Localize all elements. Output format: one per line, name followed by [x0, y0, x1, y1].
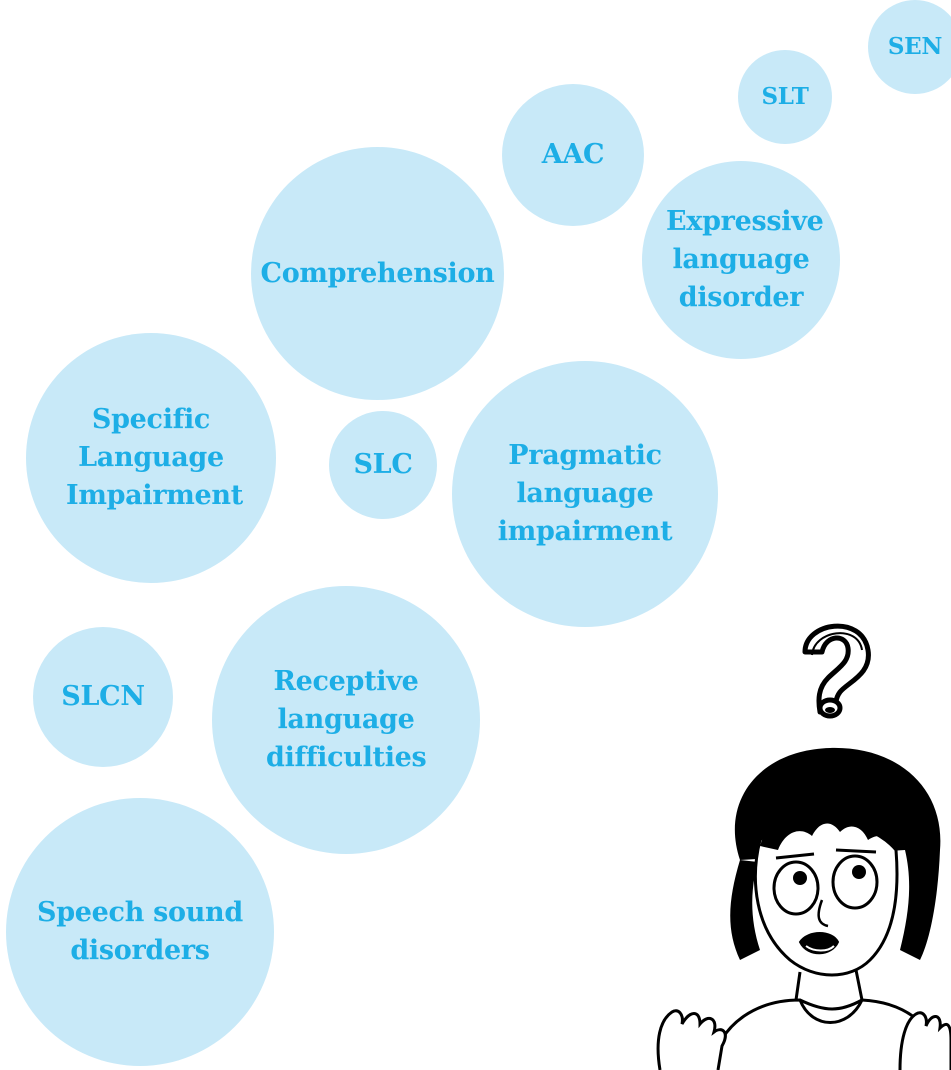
bubble-expressive-language-disorder: Expressive language disorder: [642, 161, 840, 359]
left-hand: [656, 1009, 727, 1070]
bubble-label-slc: SLC: [353, 449, 413, 481]
bubble-speech-sound-disorders: Speech sound disorders: [6, 798, 274, 1066]
hair-side: [730, 860, 760, 960]
bubble-label-expressive: Expressive language disorder: [666, 206, 824, 313]
bubble-slcn: SLCN: [33, 627, 173, 767]
confused-person-illustration: [656, 623, 951, 1070]
left-eye: [772, 860, 820, 916]
bubble-slc: SLC: [329, 411, 437, 519]
bubble-label-receptive: Receptive language difficulties: [266, 666, 427, 773]
bubble-label-comprehension: Comprehension: [260, 257, 495, 289]
bubble-sen: SEN: [868, 0, 951, 94]
bubble-label-slt: SLT: [761, 82, 809, 110]
bubble-aac: AAC: [502, 84, 644, 226]
bubble-label-sli: Specific Language Impairment: [66, 404, 243, 511]
bubble-label-aac: AAC: [541, 139, 605, 171]
right-hand: [898, 1011, 951, 1070]
bubble-label-speech: Speech sound disorders: [37, 897, 243, 966]
bubble-label-slcn: SLCN: [61, 681, 145, 713]
bubble-label-sen: SEN: [887, 32, 943, 60]
bubble-specific-language-impairment: Specific Language Impairment: [26, 333, 276, 583]
right-eye: [831, 854, 879, 910]
hair-bangs: [760, 793, 904, 850]
bubble-slt: SLT: [738, 50, 832, 144]
bubble-receptive-language-difficulties: Receptive language difficulties: [212, 586, 480, 854]
question-mark-icon: [802, 623, 871, 719]
bubble-label-pragmatic: Pragmatic language impairment: [497, 440, 673, 547]
bubble-pragmatic-language-impairment: Pragmatic language impairment: [452, 361, 718, 627]
bubble-comprehension: Comprehension: [251, 147, 504, 400]
